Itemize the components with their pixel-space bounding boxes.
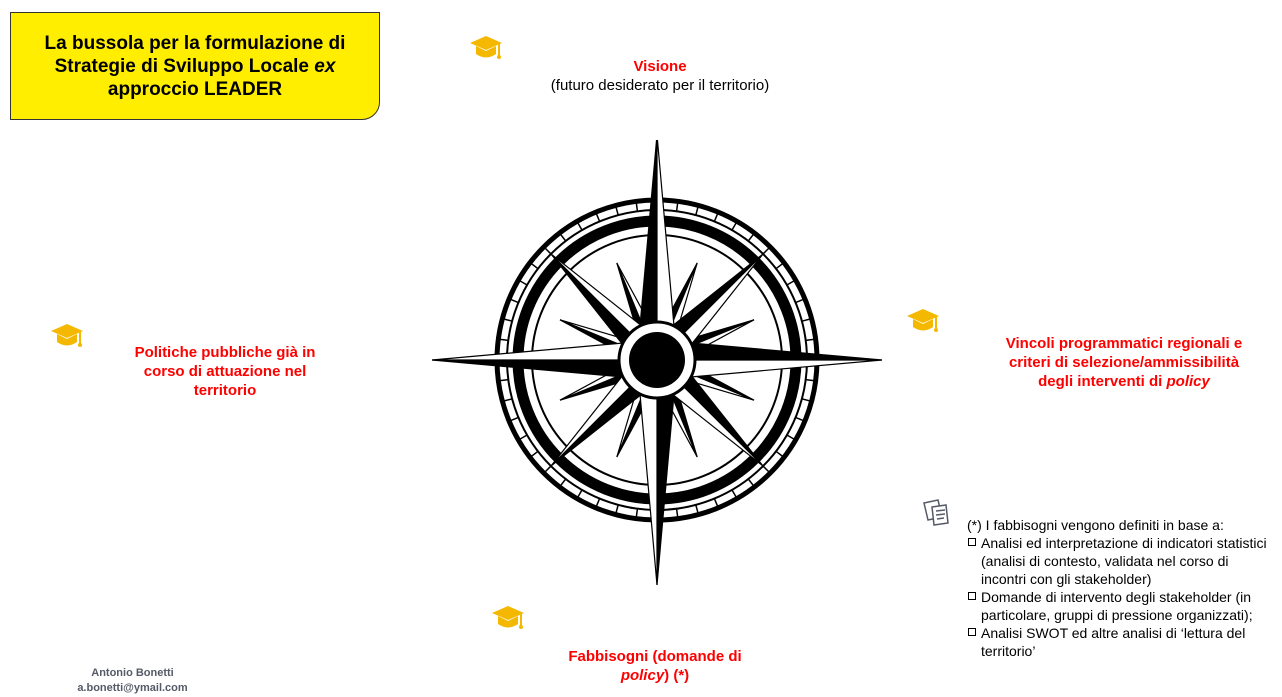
compass-tick — [805, 378, 816, 382]
author: Antonio Bonetti a.bonetti@ymail.com — [60, 666, 205, 696]
author-name: Antonio Bonetti — [91, 667, 174, 679]
compass-tick — [795, 416, 806, 422]
author-email: a.bonetti@ymail.com — [77, 682, 188, 694]
constraints-label: Vincoli programmatici regionali e criter… — [975, 334, 1273, 391]
title-line2: Strategie di Sviluppo Locale — [54, 55, 310, 77]
compass-tick — [518, 434, 528, 441]
compass-tick — [529, 450, 539, 458]
compass-tick — [595, 498, 601, 509]
needs-line2-italic: policy — [620, 667, 665, 684]
compass-tick — [498, 338, 509, 342]
policies-label: Politiche pubbliche già in corso di attu… — [95, 343, 355, 400]
compass-tick — [559, 232, 567, 242]
compass-tick — [801, 398, 812, 403]
compass-tick — [502, 317, 513, 322]
compass-tick — [786, 279, 796, 286]
compass-tick — [508, 416, 519, 422]
policies-line2: corso di attuazione nel — [143, 363, 307, 380]
compass-tick — [731, 221, 738, 231]
vision-subtitle: (futuro desiderato per il territorio) — [550, 77, 770, 94]
vision-label: Visione (futuro desiderato per il territ… — [490, 57, 830, 95]
compass-tick — [614, 205, 619, 216]
constraints-line3: degli interventi di — [1038, 373, 1163, 390]
compass-tick — [502, 398, 513, 403]
compass-tick — [713, 498, 719, 509]
title-box: La bussola per la formulazione di Strate… — [10, 12, 380, 120]
policies-line1: Politiche pubbliche già in — [134, 344, 316, 361]
compass-tick — [543, 465, 552, 474]
compass-tick — [713, 211, 719, 222]
graduation-cap-icon — [492, 606, 524, 629]
list-item: Analisi ed interpretazione di indicatori… — [967, 534, 1277, 588]
policies-line3: territorio — [193, 382, 257, 399]
compass-tick — [635, 508, 639, 519]
needs-note: (*) I fabbisogni vengono definiti in bas… — [967, 516, 1277, 660]
graduation-cap-icon — [470, 36, 502, 59]
needs-label: Fabbisogni (domande di policy) (*) — [530, 647, 780, 685]
graduation-cap-icon — [907, 309, 939, 332]
compass-tick — [576, 489, 583, 499]
compass-tick — [695, 504, 700, 515]
compass-rose — [432, 140, 882, 586]
compass-tick — [795, 298, 806, 304]
needs-line1: Fabbisogni (domande di — [568, 648, 742, 665]
compass-tick — [695, 205, 700, 216]
compass-tick — [543, 246, 552, 255]
compass-tick — [731, 489, 738, 499]
compass-tick — [775, 450, 785, 458]
needs-line2-rest: ) (*) — [664, 667, 690, 684]
compass-tick — [801, 317, 812, 322]
compass-tick — [747, 478, 755, 488]
compass-tick — [518, 279, 528, 286]
compass-tick — [786, 434, 796, 441]
compass-tick — [635, 201, 639, 212]
compass-tick — [614, 504, 619, 515]
compass-tick — [595, 211, 601, 222]
compass-tick — [805, 338, 816, 342]
compass-tick — [529, 262, 539, 270]
compass-tick — [762, 246, 771, 255]
compass-tick — [559, 478, 567, 488]
compass-center — [629, 332, 685, 388]
compass-tick — [747, 232, 755, 242]
vision-title: Visione — [633, 58, 687, 75]
compass-tick — [498, 378, 509, 382]
constraints-line2: criteri di selezione/ammissibilità — [1008, 354, 1240, 371]
constraints-line1: Vincoli programmatici regionali e — [1005, 335, 1243, 352]
compass-tick — [508, 298, 519, 304]
note-intro: (*) I fabbisogni vengono definiti in bas… — [967, 517, 1224, 533]
title-line3: approccio LEADER — [107, 78, 283, 100]
constraints-line3-italic: policy — [1166, 373, 1210, 390]
compass-tick — [775, 262, 785, 270]
compass-tick — [762, 465, 771, 474]
graduation-cap-icon — [51, 324, 83, 347]
title-line2-italic: ex — [314, 55, 336, 77]
compass-tick — [576, 221, 583, 231]
compass-tick — [675, 508, 679, 519]
title-line1: La bussola per la formulazione di — [44, 32, 346, 54]
notes-icon — [923, 499, 949, 526]
list-item: Domande di intervento degli stakeholder … — [967, 588, 1277, 624]
list-item: Analisi SWOT ed altre analisi di ‘lettur… — [967, 624, 1277, 660]
compass-tick — [675, 201, 679, 212]
